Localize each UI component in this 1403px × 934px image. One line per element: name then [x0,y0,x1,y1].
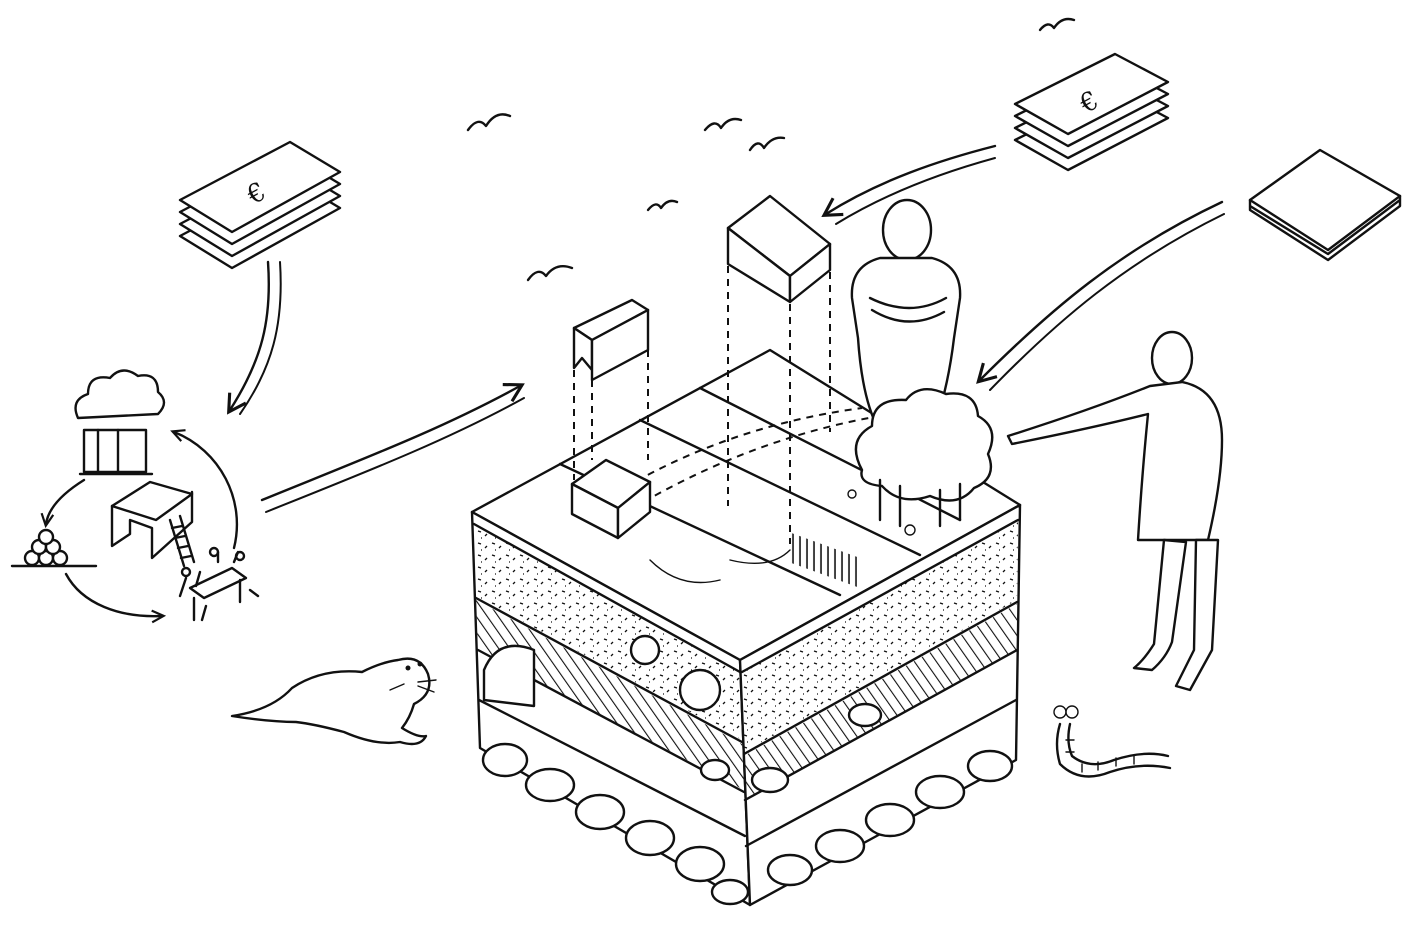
otter-icon [232,659,436,744]
shelter-icon [112,482,194,566]
euro-banknote-stack-right-icon: € [1015,54,1168,170]
pointing-person-icon [1008,332,1222,690]
cycle-to-soil-arrow [262,386,520,500]
coin-pile-icon [12,530,96,566]
meeting-table-icon [180,548,258,620]
barn-icon [574,300,648,380]
factory-icon [76,370,164,474]
money-to-cycle-arrow [230,262,269,410]
circular-economy-cycle-icon [12,370,258,620]
document-stack-icon [1250,150,1400,260]
house-floating-icon [728,196,830,302]
euro-banknote-stack-left-icon: € [180,142,340,268]
earthworm-icon [1054,706,1170,777]
